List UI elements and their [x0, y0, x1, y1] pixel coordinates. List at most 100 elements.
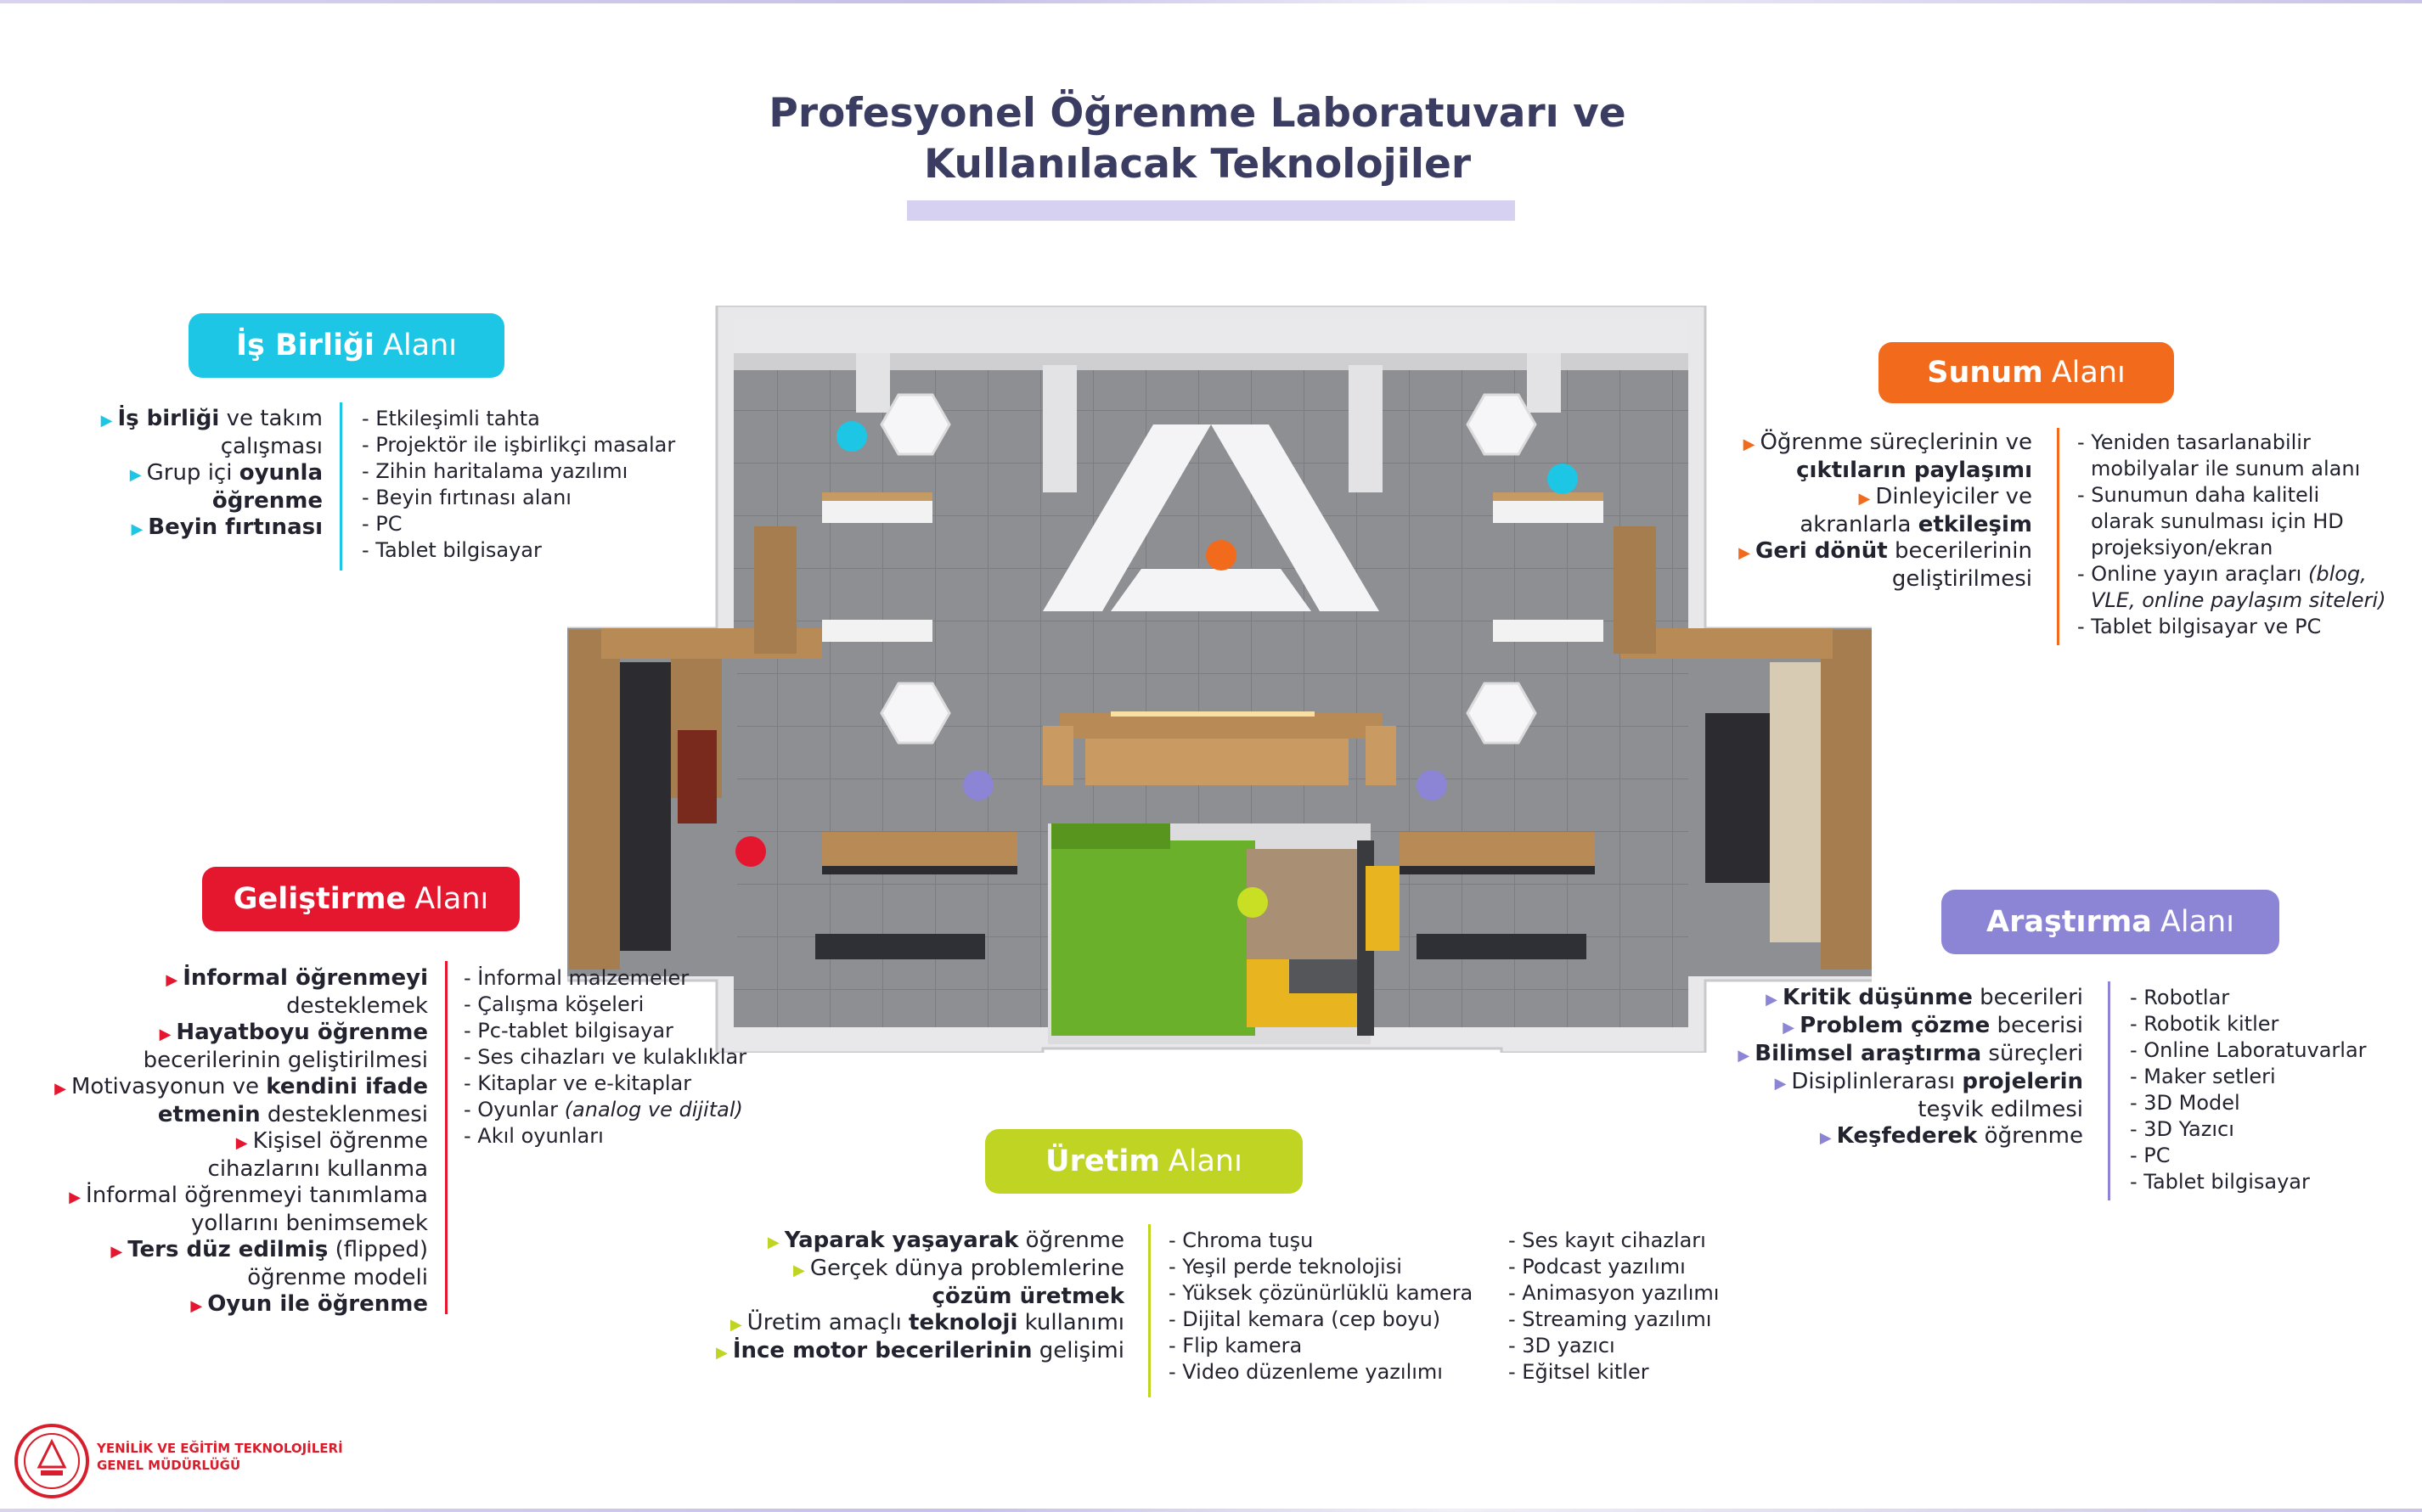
is-birligi-tool-item: - PC	[362, 512, 403, 536]
gelistirme-tool-7: - Akıl oyunları	[464, 1124, 604, 1148]
goal-text: İnce motor becerilerinin	[732, 1338, 1033, 1363]
sunum-goal-line: akranlarla etkileşim	[1738, 512, 2032, 538]
goal-text: ve takım	[219, 406, 323, 431]
triangle-bullet-icon: ▶	[715, 1344, 728, 1362]
goal-text: Yaparak yaşayarak	[784, 1228, 1019, 1253]
gelistirme-divider	[445, 961, 448, 1314]
sunum-tool-6: - Online yayın araçları (blog,	[2077, 561, 2385, 587]
arastirma-tool-item: - Tablet bilgisayar	[2130, 1170, 2310, 1194]
triangle-bullet-icon: ▶	[129, 466, 142, 484]
triangle-bullet-icon: ▶	[1774, 1075, 1787, 1093]
arastirma-goal-line: ▶Problem çözme becerisi	[1738, 1013, 2083, 1041]
goal-text: yollarını benimsemek	[190, 1211, 428, 1236]
arastirma-tool-item: - Robotlar	[2130, 986, 2230, 1009]
sunum-tool-6b: VLE, online paylaşım siteleri)	[2077, 587, 2385, 614]
gelistirme-tool-6: - Oyunlar (analog ve dijital)	[464, 1097, 746, 1123]
goal-text: teşvik edilmesi	[1918, 1097, 2083, 1122]
sunum-goal-line: ▶Geri dönüt becerilerinin	[1738, 538, 2032, 566]
uretim-tool-a5: - Flip kamera	[1169, 1334, 1303, 1357]
arastirma-title-light: Alanı	[2160, 905, 2234, 939]
uretim-goal-line: çözüm üretmek	[716, 1284, 1124, 1310]
arastirma-goal-line: teşvik edilmesi	[1738, 1097, 2083, 1123]
arastirma-goal-line: ▶Kritik düşünme becerileri	[1738, 985, 2083, 1013]
goal-text: Geri dönüt	[1755, 538, 1888, 564]
goal-text: becerilerinin	[1887, 538, 2032, 564]
goal-text: çıktıların paylaşımı	[1796, 458, 2032, 483]
gelistirme-tool-4: - Ses cihazları ve kulaklıklar	[464, 1045, 747, 1069]
uretim-goal-line: ▶Yaparak yaşayarak öğrenme	[716, 1228, 1124, 1256]
bottom-accent-line	[0, 1509, 2422, 1512]
gelistirme-goal-line: ▶İnformal öğrenmeyi	[54, 965, 428, 993]
gelistirme-tool-1: - İnformal malzemeler	[464, 966, 690, 990]
goal-text: desteklemek	[286, 993, 428, 1019]
triangle-bullet-icon: ▶	[729, 1316, 742, 1334]
gelistirme-title-bold: Geliştirme	[233, 882, 407, 916]
uretim-tool-b4: - Streaming yazılımı	[1508, 1307, 1712, 1331]
triangle-bullet-icon: ▶	[235, 1134, 248, 1152]
triangle-bullet-icon: ▶	[1738, 544, 1751, 562]
gelistirme-title-light: Alanı	[414, 882, 489, 916]
uretim-goal-line: ▶Gerçek dünya problemlerine	[716, 1256, 1124, 1284]
uretim-tools-col-1: - Chroma tuşu - Yeşil perde teknolojisi …	[1169, 1228, 1473, 1386]
triangle-bullet-icon: ▶	[1738, 1047, 1750, 1065]
goal-text: cihazlarını kullanma	[207, 1156, 428, 1182]
arastirma-tool-item: - 3D Model	[2130, 1091, 2240, 1115]
sunum-tools: - Yeniden tasarlanabilir mobilyalar ile …	[2077, 430, 2385, 640]
goal-text: Ters düz edilmiş	[127, 1237, 329, 1262]
sunum-tool-2: mobilyalar ile sunum alanı	[2077, 456, 2385, 482]
uretim-tools-col-2: - Ses kayıt cihazları - Podcast yazılımı…	[1508, 1228, 1719, 1386]
is-birligi-tool-item: - Etkileşimli tahta	[362, 407, 540, 430]
sunum-tool-5-text: projeksiyon/ekran	[2091, 536, 2273, 559]
gelistirme-goal-line: ▶Ters düz edilmiş (flipped)	[54, 1237, 428, 1265]
gelistirme-goal-line: yollarını benimsemek	[54, 1211, 428, 1237]
triangle-bullet-icon: ▶	[131, 520, 144, 538]
goal-text: akranlarla	[1800, 512, 1918, 537]
arastirma-tool-item: - 3D Yazıcı	[2130, 1117, 2234, 1141]
org-name-line-2: GENEL MÜDÜRLÜĞÜ	[97, 1458, 241, 1473]
gelistirme-goal-line: becerilerinin geliştirilmesi	[54, 1048, 428, 1074]
uretim-tool-b5: - 3D yazıcı	[1508, 1334, 1615, 1357]
gelistirme-goal-line: desteklemek	[54, 993, 428, 1020]
uretim-goals: ▶Yaparak yaşayarak öğrenme▶Gerçek dünya …	[716, 1228, 1124, 1366]
gelistirme-tool-6-italic: (analog ve dijital)	[564, 1098, 743, 1121]
goal-text: İş birliği	[117, 406, 220, 431]
gelistirme-area-label: Geliştirme Alanı	[202, 867, 520, 931]
triangle-bullet-icon: ▶	[100, 412, 113, 430]
gelistirme-goal-line: cihazlarını kullanma	[54, 1156, 428, 1183]
sunum-tool-2-text: mobilyalar ile sunum alanı	[2091, 457, 2361, 481]
gelistirme-tool-3: - Pc-tablet bilgisayar	[464, 1019, 673, 1043]
triangle-bullet-icon: ▶	[767, 1234, 780, 1251]
goal-text: (flipped)	[328, 1237, 428, 1262]
title-line-1: Profesyonel Öğrenme Laboratuvarı ve	[769, 90, 1626, 137]
gelistirme-goal-line: ▶Kişisel öğrenme	[54, 1128, 428, 1156]
gelistirme-tool-6-text: - Oyunlar	[464, 1098, 565, 1121]
triangle-bullet-icon: ▶	[1783, 1019, 1795, 1037]
goal-text: desteklenmesi	[260, 1102, 428, 1127]
uretim-title-light: Alanı	[1168, 1144, 1242, 1178]
sunum-goals: ▶ Öğrenme süreçlerinin ve çıktıların payla…	[1738, 430, 2032, 593]
goal-text: Öğrenme süreçlerinin ve	[1760, 430, 2032, 455]
is-birligi-tool-item: - Tablet bilgisayar	[362, 538, 542, 562]
goal-text: Grup içi	[146, 460, 239, 486]
sunum-tool-1: - Yeniden tasarlanabilir	[2077, 430, 2311, 454]
triangle-bullet-icon: ▶	[793, 1262, 805, 1279]
sunum-tool-6-italic: (blog,	[2307, 562, 2367, 586]
goal-text: öğrenme	[1018, 1228, 1124, 1253]
uretim-tool-a1: - Chroma tuşu	[1169, 1228, 1314, 1252]
arastirma-title-bold: Araştırma	[1986, 905, 2152, 939]
goal-text: Oyun ile öğrenme	[207, 1291, 428, 1317]
sunum-title-bold: Sunum	[1927, 356, 2043, 390]
gelistirme-tool-2: - Çalışma köşeleri	[464, 992, 645, 1016]
gelistirme-goal-line: ▶Motivasyonun ve kendini ifade	[54, 1074, 428, 1102]
is-birligi-tool-item: - Beyin fırtınası alanı	[362, 486, 572, 509]
triangle-bullet-icon: ▶	[1858, 490, 1871, 508]
goal-text: Keşfederek	[1836, 1123, 1978, 1149]
gelistirme-tool-5: - Kitaplar ve e-kitaplar	[464, 1071, 692, 1095]
uretim-tool-b2: - Podcast yazılımı	[1508, 1255, 1686, 1279]
goal-text: kullanımı	[1017, 1310, 1124, 1335]
sunum-goal-line: ▶Dinleyiciler ve	[1738, 484, 2032, 512]
uretim-tool-a2: - Yeşil perde teknolojisi	[1169, 1255, 1402, 1279]
uretim-tool-a3: - Yüksek çözünürlüklü kamera	[1169, 1281, 1473, 1305]
